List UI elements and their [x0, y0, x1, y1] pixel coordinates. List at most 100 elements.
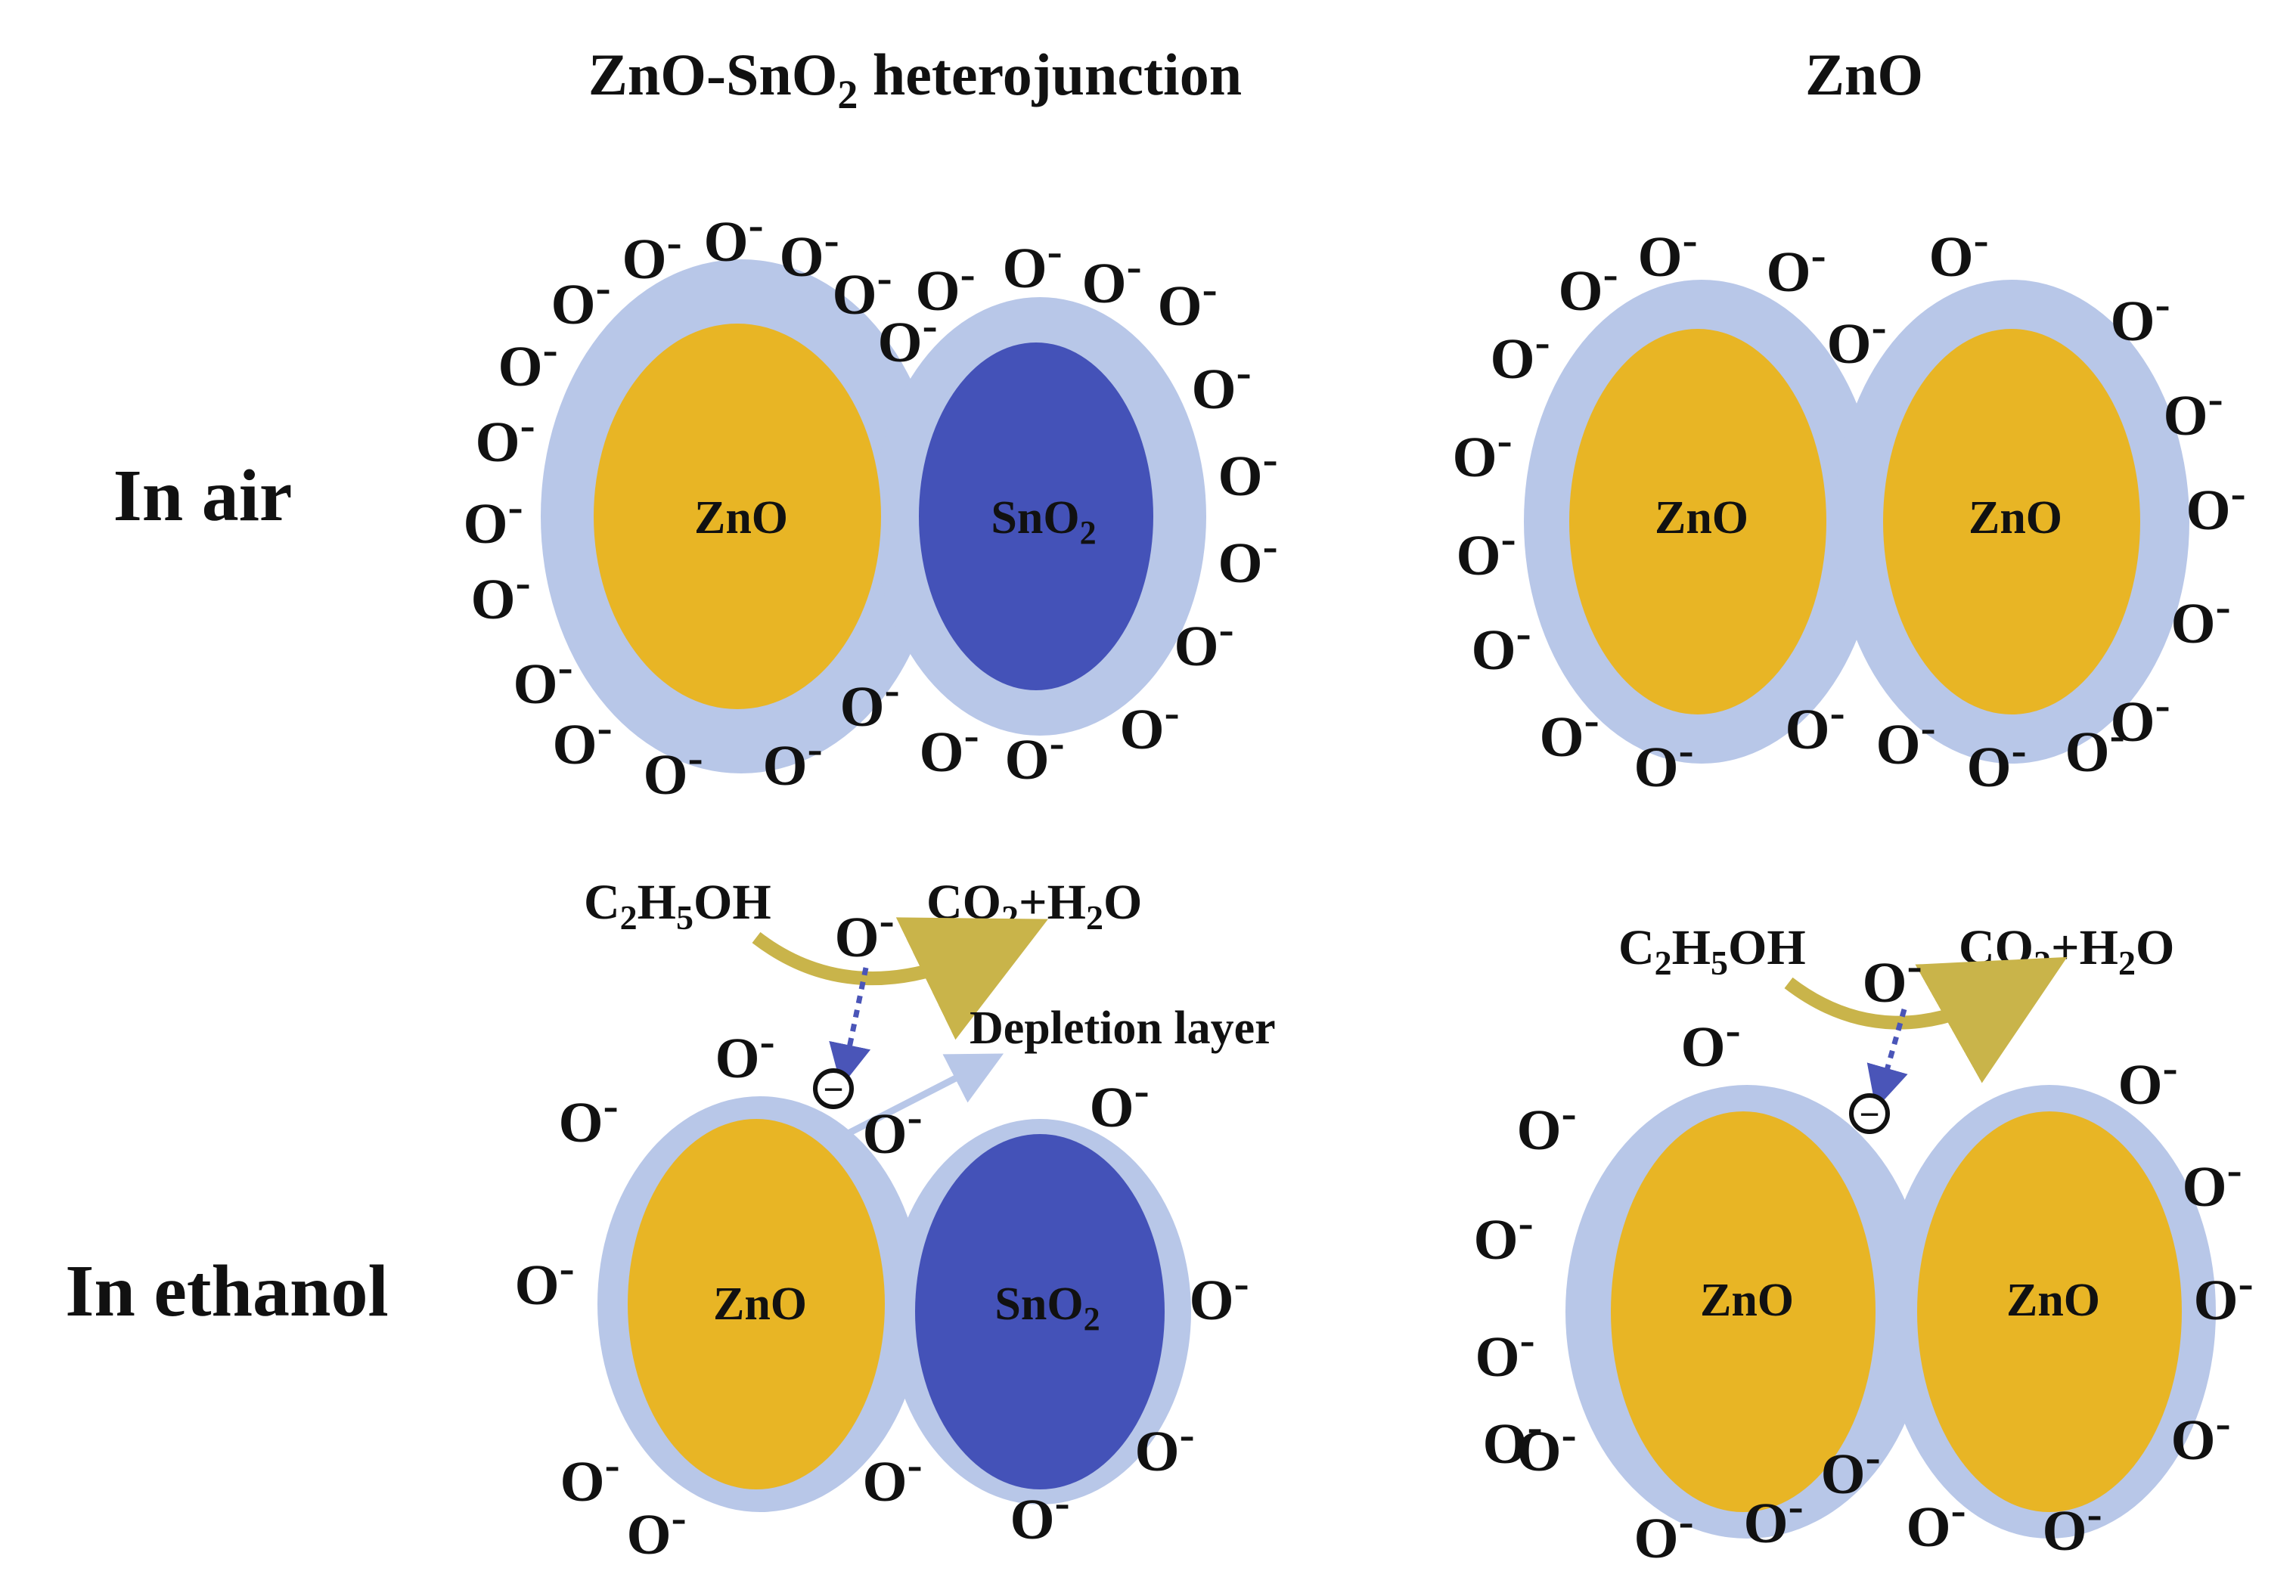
oxygen-ion-label: O- — [1218, 521, 1277, 595]
oxygen-ion-label: O- — [832, 253, 892, 327]
oxygen-ion-label: O- — [915, 249, 975, 323]
oxygen-ion-label: O- — [626, 1492, 686, 1567]
oxygen-ion-label: O- — [1218, 434, 1277, 508]
zno-grain — [1883, 329, 2140, 714]
oxygen-ion-label: O- — [1174, 604, 1233, 678]
zno-grain-label: ZnO — [1655, 492, 1748, 544]
oxygen-ion-label: O- — [834, 895, 894, 969]
zno-grain — [1569, 329, 1826, 714]
zno-grain — [1917, 1111, 2182, 1512]
zno-grain-label: ZnO — [2006, 1275, 2100, 1326]
sno2-grain-label: SnO2 — [991, 492, 1096, 551]
oxygen-ion-label: O- — [1966, 725, 2026, 799]
zno-grain — [594, 324, 881, 709]
oxygen-ion-label: O- — [1119, 687, 1179, 761]
oxygen-ion-label: O- — [1680, 1005, 1740, 1079]
reaction-products: CO2+H2O — [1959, 920, 2174, 982]
oxygen-ion-label: O- — [1876, 702, 1935, 776]
zno-column-title: ZnO — [1805, 42, 1923, 107]
oxygen-ion-label: O- — [2118, 1043, 2177, 1117]
oxygen-ion-label: O- — [1191, 347, 1251, 421]
oxygen-ion-label: O- — [551, 262, 610, 336]
oxygen-ion-label: O- — [558, 1080, 618, 1154]
panel-heterojunction-ethanol: ZnO SnO2 C2H5OH CO2+H2O − Depletion laye… — [584, 875, 1276, 1512]
oxygen-ion-label: O- — [919, 710, 979, 784]
ethanol-formula: C2H5OH — [1618, 920, 1806, 982]
oxygen-ion-label: O- — [552, 702, 612, 776]
oxygen-ion-label: O- — [1558, 249, 1618, 323]
heterojunction-column-title: ZnO-SnO2 heterojunction — [588, 42, 1242, 117]
sno2-grain — [919, 342, 1153, 690]
zno-grain-label: ZnO — [713, 1278, 807, 1330]
oxygen-ion-label: O- — [877, 300, 937, 374]
oxygen-ion-label: O- — [703, 200, 763, 274]
oxygen-ion-label: O- — [1539, 695, 1599, 769]
oxygen-ion-label: O- — [622, 217, 681, 291]
adsorbed-oxygen-ions: O-O-O-O-O-O-O-O-O-O-O-O-O-O-O-O-O-O-O-O-… — [463, 200, 2253, 1570]
oxygen-ion-label: O- — [2065, 710, 2124, 784]
oxygen-ion-label: O- — [1157, 264, 1217, 338]
oxygen-ion-label: O- — [1002, 226, 1062, 300]
oxygen-ion-label: O- — [2110, 279, 2170, 353]
oxygen-ion-label: O- — [1490, 317, 1550, 391]
electron-transfer-arrow — [829, 967, 871, 1087]
ethanol-formula: C2H5OH — [584, 875, 771, 937]
depletion-layer-arrow — [837, 1053, 1004, 1142]
oxygen-ion-label: O- — [2110, 680, 2170, 754]
row-label-in-ethanol: In ethanol — [65, 1250, 389, 1332]
oxygen-ion-label: O- — [1634, 725, 1693, 799]
oxygen-ion-label: O- — [779, 215, 839, 289]
oxygen-ion-label: O- — [2163, 373, 2223, 448]
oxygen-ion-label: O- — [839, 665, 899, 739]
oxygen-ion-label: O- — [1862, 941, 1922, 1015]
panel-zno-ethanol: ZnO ZnO C2H5OH CO2+H2O − — [1565, 920, 2216, 1539]
oxygen-ion-label: O- — [715, 1016, 774, 1090]
sno2-grain-label: SnO2 — [994, 1278, 1100, 1337]
oxygen-ion-label: O- — [470, 557, 530, 631]
oxygen-ion-label: O- — [1089, 1065, 1149, 1139]
oxygen-ion-label: O- — [1134, 1409, 1194, 1483]
zno-grain-label: ZnO — [694, 492, 788, 544]
oxygen-ion-label: O- — [2170, 1398, 2230, 1472]
oxygen-ion-label: O- — [1637, 215, 1697, 289]
oxygen-ion-label: O- — [498, 324, 557, 398]
oxygen-ion-label: O- — [475, 400, 535, 474]
panel-zno-air: ZnO ZnO — [1524, 280, 2189, 764]
electron-sign: − — [823, 1070, 843, 1110]
panel-heterojunction-air: ZnO SnO2 — [541, 259, 1206, 773]
depletion-layer-label: Depletion layer — [970, 1003, 1276, 1054]
oxygen-ion-label: O- — [1081, 241, 1141, 315]
oxygen-ion-label: O- — [1004, 717, 1064, 792]
oxygen-ion-label: O- — [2042, 1489, 2102, 1563]
oxygen-ion-label: O- — [1452, 415, 1512, 489]
reaction-curve-arrow — [1784, 956, 2068, 1083]
oxygen-ion-label: O- — [1010, 1477, 1069, 1551]
reaction-products: CO2+H2O — [926, 875, 1142, 937]
oxygen-ion-label: O- — [514, 1243, 574, 1317]
oxygen-ion-label: O- — [1471, 608, 1531, 682]
electron-sign: − — [1859, 1095, 1879, 1135]
zno-grain-label: ZnO — [1969, 492, 2062, 544]
oxygen-ion-label: O- — [2182, 1145, 2242, 1219]
oxygen-ion-label: O- — [762, 724, 822, 798]
reaction-curve-arrow — [752, 917, 1048, 1040]
oxygen-ion-label: O- — [513, 642, 572, 716]
zno-grain — [628, 1119, 885, 1489]
oxygen-ion-label: O- — [1189, 1258, 1249, 1332]
oxygen-ion-label: O- — [1473, 1198, 1533, 1272]
oxygen-ion-label: O- — [643, 733, 703, 807]
oxygen-ion-label: O- — [560, 1439, 619, 1514]
electron-icon — [1849, 1093, 1890, 1134]
oxygen-ion-label: O- — [1516, 1088, 1576, 1162]
electron-icon — [813, 1068, 854, 1109]
oxygen-ion-label: O- — [862, 1092, 922, 1166]
oxygen-ion-label: O- — [2193, 1258, 2253, 1332]
oxygen-ion-label: O- — [1785, 687, 1845, 761]
oxygen-ion-label: O- — [1634, 1496, 1693, 1570]
oxygen-ion-label: O- — [2170, 581, 2230, 655]
oxygen-ion-label: O- — [463, 482, 523, 556]
oxygen-ion-label: O- — [1766, 230, 1826, 304]
oxygen-ion-label: O- — [1516, 1409, 1576, 1483]
row-label-in-air: In air — [113, 455, 293, 537]
